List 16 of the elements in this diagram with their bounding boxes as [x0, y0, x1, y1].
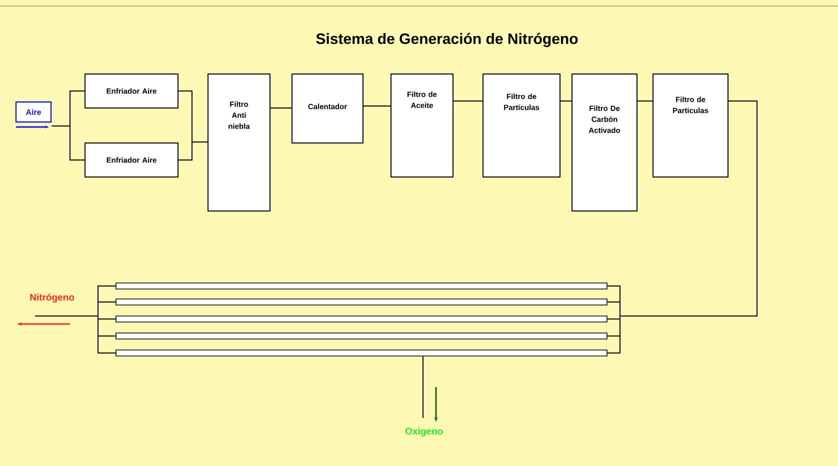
membrane-tube [116, 282, 608, 290]
connector-line [606, 100, 758, 354]
connector-line [178, 90, 208, 160]
output-label: Nitrógeno [30, 294, 74, 302]
membrane-tube [116, 332, 608, 340]
membrane-tube [116, 316, 608, 322]
connector-line [453, 100, 483, 102]
membrane-tube [116, 350, 608, 356]
title: Sistema de Generación de Nitrógeno [316, 32, 578, 48]
connector-line [637, 100, 653, 102]
connector-line [34, 286, 116, 354]
connector-line [560, 100, 572, 102]
output-label: Oxigeno [405, 428, 443, 436]
membrane-tube [116, 298, 608, 306]
connector-line [422, 356, 424, 418]
connector-line [51, 90, 85, 160]
